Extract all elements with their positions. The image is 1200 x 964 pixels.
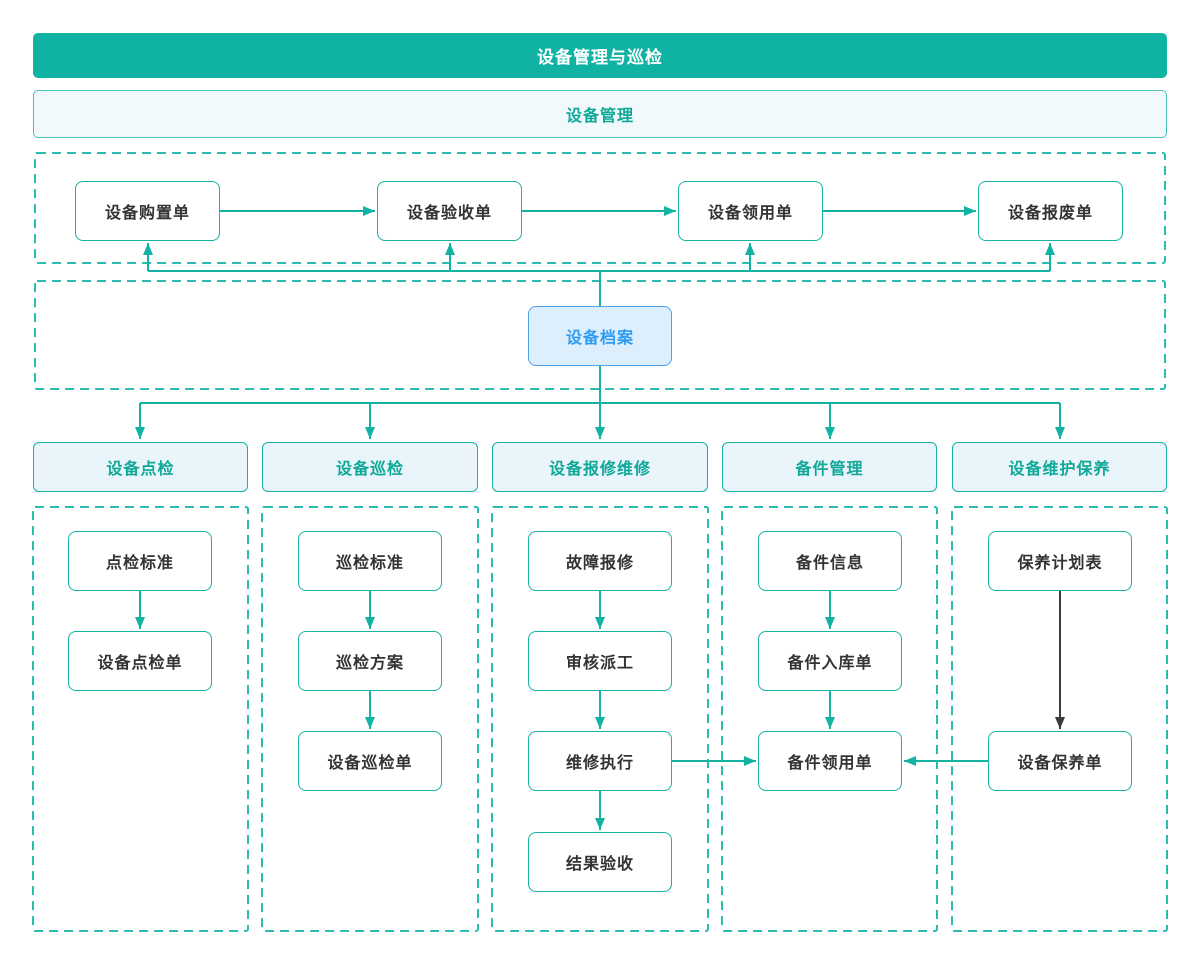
node-review-dispatch[interactable]: 审核派工 xyxy=(528,631,672,691)
node-patrol-sheet[interactable]: 设备巡检单 xyxy=(298,731,442,791)
node-spare-part-requisition-order[interactable]: 备件领用单 xyxy=(758,731,902,791)
column-header-maintenance[interactable]: 设备维护保养 xyxy=(952,442,1167,492)
node-patrol-standard[interactable]: 巡检标准 xyxy=(298,531,442,591)
node-spare-part-info[interactable]: 备件信息 xyxy=(758,531,902,591)
node-spot-check-sheet[interactable]: 设备点检单 xyxy=(68,631,212,691)
node-purchase-order[interactable]: 设备购置单 xyxy=(75,181,220,241)
column-flow-arrows xyxy=(135,591,835,830)
column-spot-check-group xyxy=(32,506,249,932)
node-equipment-archive[interactable]: 设备档案 xyxy=(528,306,672,366)
column-header-spare-parts[interactable]: 备件管理 xyxy=(722,442,937,492)
archive-down-connectors xyxy=(135,366,1065,439)
node-spare-part-inbound-order[interactable]: 备件入库单 xyxy=(758,631,902,691)
column-header-repair[interactable]: 设备报修维修 xyxy=(492,442,708,492)
node-patrol-plan[interactable]: 巡检方案 xyxy=(298,631,442,691)
column-header-patrol-inspection[interactable]: 设备巡检 xyxy=(262,442,478,492)
diagram-title-bar: 设备管理与巡检 xyxy=(33,33,1167,78)
node-acceptance-order[interactable]: 设备验收单 xyxy=(377,181,522,241)
node-result-acceptance[interactable]: 结果验收 xyxy=(528,832,672,892)
node-repair-execution[interactable]: 维修执行 xyxy=(528,731,672,791)
equipment-flow-group xyxy=(34,152,1166,264)
column-spare-parts-group xyxy=(721,506,938,932)
equipment-management-bar: 设备管理 xyxy=(33,90,1167,138)
node-maintenance-sheet[interactable]: 设备保养单 xyxy=(988,731,1132,791)
column-header-spot-check[interactable]: 设备点检 xyxy=(33,442,248,492)
column-maintenance-group xyxy=(951,506,1168,932)
node-fault-report[interactable]: 故障报修 xyxy=(528,531,672,591)
node-scrap-order[interactable]: 设备报废单 xyxy=(978,181,1123,241)
archive-up-connectors xyxy=(143,243,1055,307)
column-repair-group xyxy=(491,506,709,932)
node-requisition-order[interactable]: 设备领用单 xyxy=(678,181,823,241)
node-maintenance-schedule[interactable]: 保养计划表 xyxy=(988,531,1132,591)
column-patrol-group xyxy=(261,506,479,932)
node-spot-check-standard[interactable]: 点检标准 xyxy=(68,531,212,591)
